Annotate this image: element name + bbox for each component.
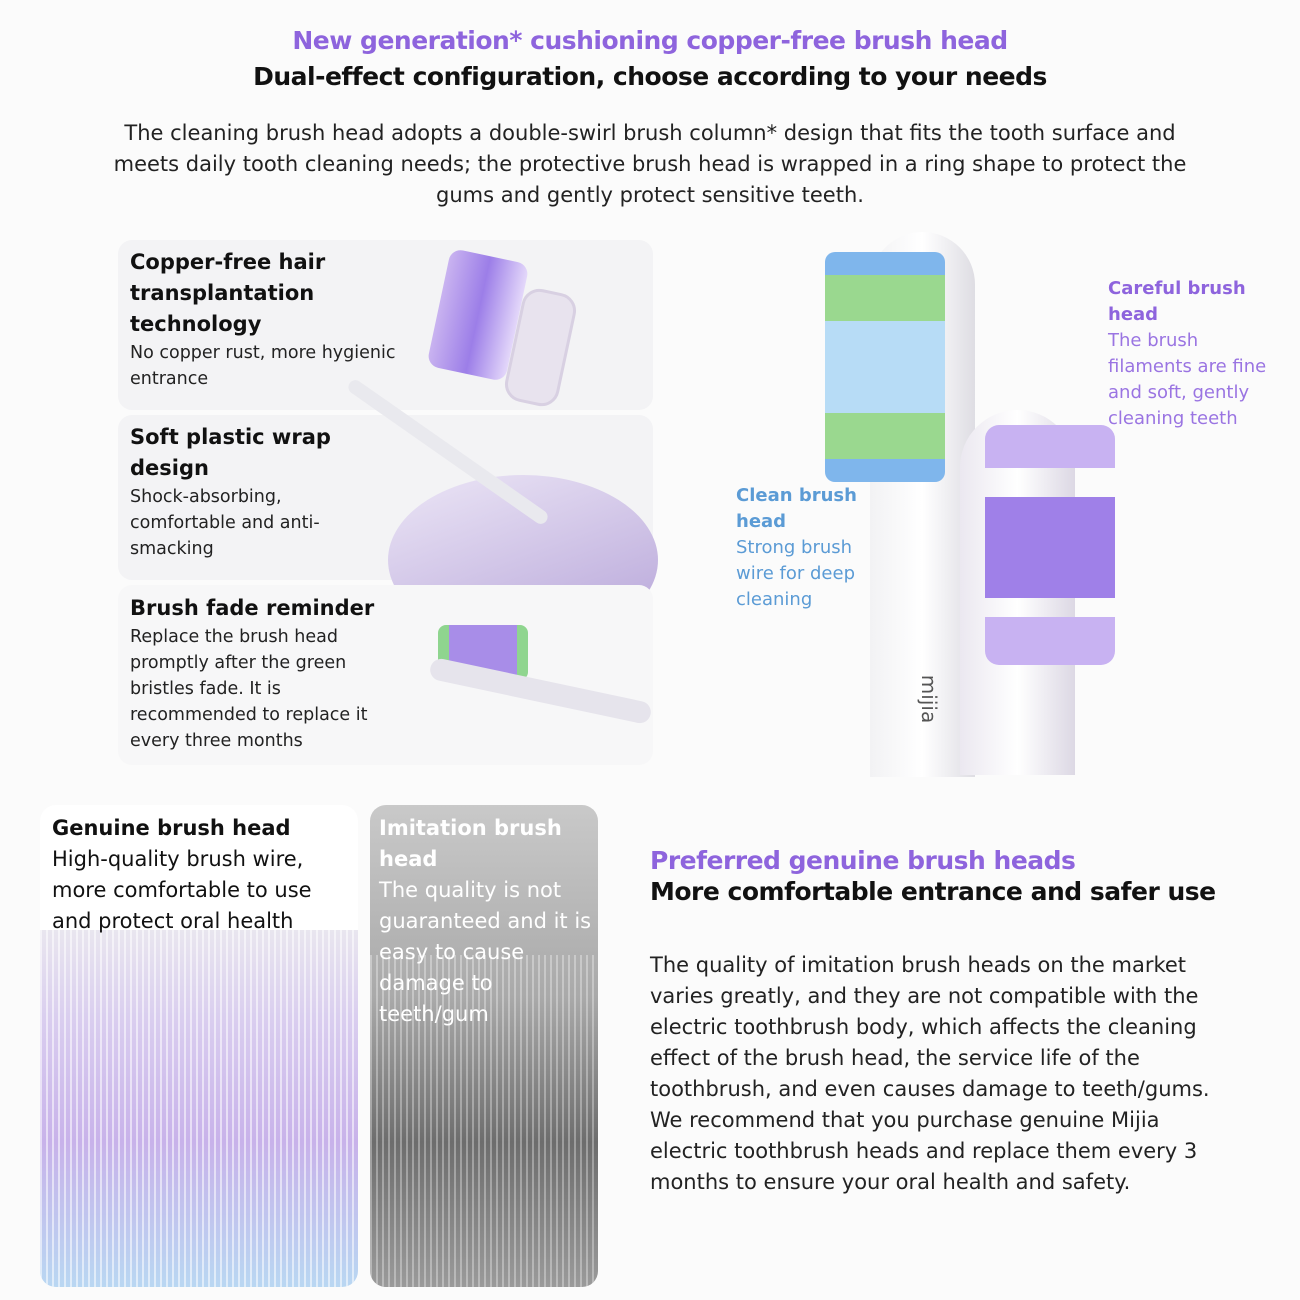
feature-desc: No copper rust, more hygienic entrance bbox=[130, 343, 396, 389]
genuine-text: Genuine brush head High-quality brush wi… bbox=[52, 813, 352, 937]
feature-title: Brush fade reminder bbox=[130, 596, 375, 620]
genuine-title: Genuine brush head bbox=[52, 816, 291, 840]
feature-desc: Replace the brush head promptly after th… bbox=[130, 627, 368, 751]
genuine-card: Genuine brush head High-quality brush wi… bbox=[40, 805, 358, 1287]
headline: New generation* cushioning copper-free b… bbox=[292, 26, 1008, 55]
clean-title: Clean brush head bbox=[736, 485, 857, 532]
feature-title: Soft plastic wrap design bbox=[130, 425, 331, 480]
clean-brush-label: Clean brush head Strong brush wire for d… bbox=[736, 483, 871, 613]
genuine-desc: High-quality brush wire, more comfortabl… bbox=[52, 847, 312, 933]
feature-title: Copper-free hair transplantation technol… bbox=[130, 250, 326, 336]
brush-shaft-image bbox=[428, 656, 653, 726]
imitation-text: Imitation brush head The quality is not … bbox=[379, 813, 594, 1030]
feature-panel-copper-free bbox=[118, 240, 653, 410]
imitation-desc: The quality is not guaranteed and it is … bbox=[379, 878, 592, 1026]
brand-logo: mijia bbox=[917, 674, 942, 724]
subheadline: Dual-effect configuration, choose accord… bbox=[253, 62, 1047, 91]
feature-panel-fade bbox=[118, 585, 653, 765]
careful-brush-label: Careful brush head The brush filaments a… bbox=[1108, 276, 1283, 432]
careful-title: Careful brush head bbox=[1108, 278, 1246, 325]
imitation-bristles-image bbox=[370, 955, 598, 1287]
intro-text: The cleaning brush head adopts a double-… bbox=[113, 121, 1187, 207]
careful-desc: The brush filaments are fine and soft, g… bbox=[1108, 330, 1267, 429]
feature-soft-wrap: Soft plastic wrap design Shock-absorbing… bbox=[130, 422, 370, 562]
careful-brush-head-image bbox=[960, 410, 1115, 775]
preferred-subtitle: More comfortable entrance and safer use bbox=[650, 877, 1216, 906]
feature-desc: Shock-absorbing, comfortable and anti-sm… bbox=[130, 487, 320, 559]
feature-fade-reminder: Brush fade reminder Replace the brush he… bbox=[130, 593, 400, 754]
clean-bristles bbox=[825, 252, 945, 482]
genuine-bristles-image bbox=[40, 930, 358, 1287]
feature-copper-free: Copper-free hair transplantation technol… bbox=[130, 247, 400, 392]
clean-brush-head-image: mijia bbox=[825, 232, 975, 777]
clean-desc: Strong brush wire for deep cleaning bbox=[736, 537, 855, 610]
preferred-body: The quality of imitation brush heads on … bbox=[650, 953, 1210, 1194]
careful-bristles bbox=[985, 425, 1115, 665]
imitation-card: Imitation brush head The quality is not … bbox=[370, 805, 598, 1287]
imitation-title: Imitation brush head bbox=[379, 816, 562, 871]
preferred-title: Preferred genuine brush heads bbox=[650, 846, 1076, 875]
